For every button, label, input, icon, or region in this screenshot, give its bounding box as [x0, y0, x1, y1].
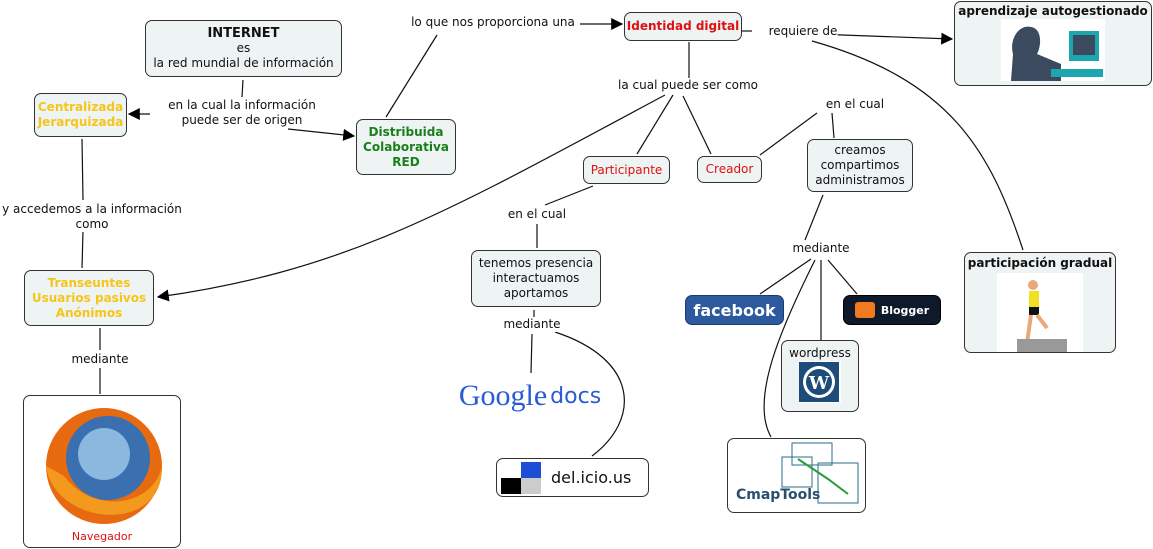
node-cmaptools[interactable]: CmapTools — [727, 438, 866, 513]
internet-desc: la red mundial de información — [153, 56, 334, 70]
label: Anónimos — [55, 305, 123, 320]
person-computer-icon — [1001, 19, 1105, 81]
label: Transeuntes — [47, 275, 131, 290]
label: Centralizada — [37, 100, 124, 114]
phrase-mediante-creamos: mediante — [792, 241, 850, 256]
label: Jerarquizada — [37, 115, 124, 129]
label: tenemos presencia — [478, 256, 594, 270]
cmaptools-logo-icon — [781, 442, 859, 504]
cmaptools-label: CmapTools — [736, 487, 821, 503]
line: puede ser de origen — [181, 113, 303, 127]
label: creamos — [834, 143, 886, 157]
node-facebook[interactable]: facebook — [685, 295, 784, 325]
node-creador[interactable]: Creador — [697, 156, 762, 183]
person-climbing-step-icon — [997, 273, 1083, 352]
firefox-logo-icon — [46, 408, 163, 524]
phrase-origen: en la cual la información puede ser de o… — [168, 98, 316, 128]
label: wordpress — [789, 346, 851, 360]
phrase-mediante-tenemos: mediante — [503, 317, 561, 332]
label: aprendizaje autogestionado — [958, 4, 1148, 18]
svg-text:W: W — [808, 373, 830, 394]
label: administramos — [815, 173, 905, 187]
node-aprendizaje[interactable]: aprendizaje autogestionado — [954, 1, 1152, 86]
line: como — [75, 217, 109, 231]
navegador-label: Navegador — [71, 530, 133, 543]
label: Identidad digital — [626, 19, 740, 33]
label: Creador — [705, 162, 754, 176]
label: aportamos — [503, 286, 569, 300]
blogger-logo: Blogger — [880, 303, 930, 317]
node-blogger[interactable]: Blogger — [843, 295, 941, 325]
node-distribuida[interactable]: Distribuida Colaborativa RED — [356, 119, 456, 175]
internet-es: es — [236, 41, 251, 55]
node-centralizada[interactable]: Centralizada Jerarquizada — [34, 93, 127, 137]
line: y accedemos a la información — [2, 202, 182, 216]
node-navegador[interactable]: Navegador — [23, 395, 181, 548]
node-creamos[interactable]: creamos compartimos administramos — [807, 139, 913, 192]
phrase-en-el-cual-creador: en el cual — [825, 97, 885, 112]
label: Usuarios pasivos — [31, 290, 147, 305]
node-participacion-gradual[interactable]: participación gradual — [964, 252, 1116, 353]
node-internet[interactable]: INTERNET es la red mundial de informació… — [145, 20, 342, 77]
node-transeuntes[interactable]: Transeuntes Usuarios pasivos Anónimos — [24, 270, 154, 326]
label: Distribuida — [368, 124, 444, 139]
phrase-accedemos: y accedemos a la información como — [2, 202, 182, 232]
blogger-icon — [854, 302, 875, 318]
delicious-logo-icon — [501, 461, 541, 494]
label: RED — [392, 154, 420, 169]
phrase-mediante-navegador: mediante — [71, 352, 129, 367]
phrase-en-el-cual-participante: en el cual — [507, 207, 567, 222]
label: Colaborativa — [363, 139, 449, 154]
facebook-logo: facebook — [693, 300, 776, 320]
docs-logo: docs — [550, 383, 602, 409]
node-identidad-digital[interactable]: Identidad digital — [624, 12, 742, 41]
label: interactuamos — [492, 271, 580, 285]
phrase-proporciona: lo que nos proporciona una — [411, 15, 575, 30]
label: participación gradual — [967, 256, 1113, 270]
label: Participante — [590, 162, 663, 177]
label: compartimos — [820, 158, 900, 172]
wordpress-logo-icon: W — [799, 361, 841, 403]
delicious-label: del.icio.us — [551, 468, 632, 487]
node-tenemos[interactable]: tenemos presencia interactuamos aportamo… — [471, 250, 601, 307]
phrase-requiere: requiere de — [768, 24, 838, 39]
line: en la cual la información — [168, 98, 316, 112]
node-google-docs[interactable]: Google docs — [455, 375, 605, 417]
node-participante[interactable]: Participante — [583, 156, 670, 184]
phrase-puede-ser: la cual puede ser como — [618, 78, 758, 93]
node-delicious[interactable]: del.icio.us — [496, 458, 649, 497]
node-wordpress[interactable]: wordpress W — [781, 340, 859, 412]
google-logo: Google — [458, 379, 548, 412]
internet-title: INTERNET — [207, 26, 280, 41]
